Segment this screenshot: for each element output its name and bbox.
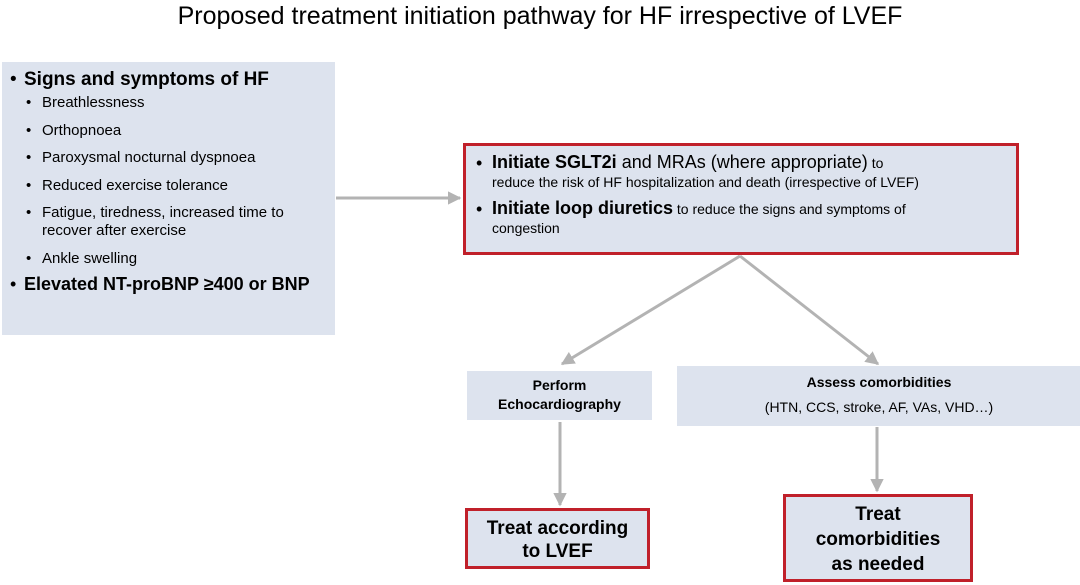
signs-heading-item: Signs and symptoms of HF Breathlessness … <box>10 69 327 268</box>
initiate-sglt2i-purpose: reduce the risk of HF hospitalization an… <box>492 174 919 190</box>
symptom-item: Paroxysmal nocturnal dyspnoea <box>26 149 327 167</box>
treat-according-lvef-box: Treat according to LVEF <box>465 508 650 569</box>
treat-comorb-line1: Treat <box>855 504 901 525</box>
assess-title: Assess comorbidities <box>806 374 952 390</box>
symptom-item: Reduced exercise tolerance <box>26 177 327 195</box>
symptom-list: Breathlessness Orthopnoea Paroxysmal noc… <box>26 94 327 268</box>
initiate-loop-diuretics-label: Initiate loop diuretics <box>492 198 674 218</box>
arrow-initiate-to-assess <box>739 254 880 366</box>
initiate-sglt2i-label: Initiate SGLT2i <box>492 152 617 172</box>
initiate-loop-diuretics-item: Initiate loop diuretics to reduce the si… <box>476 198 1006 238</box>
signs-heading: Signs and symptoms of HF <box>24 69 269 90</box>
treat-lvef-line2: to LVEF <box>522 541 593 562</box>
page-title: Proposed treatment initiation pathway fo… <box>177 2 903 30</box>
symptom-item: Breathlessness <box>26 94 327 112</box>
initiate-loop-diuretics-purpose: to reduce the signs and symptoms of <box>673 201 906 217</box>
biomarker-item: Elevated NT-proBNP ≥400 or BNP <box>10 274 327 295</box>
signs-list: Signs and symptoms of HF Breathlessness … <box>10 69 327 295</box>
treat-lvef-line1: Treat according <box>486 518 629 539</box>
echo-line2: Echocardiography <box>498 396 621 412</box>
assess-subtitle: (HTN, CCS, stroke, AF, VAs, VHD…) <box>764 399 994 415</box>
initiate-sglt2i-item: Initiate SGLT2i and MRAs (where appropri… <box>476 152 1006 192</box>
signs-symptoms-box: Signs and symptoms of HF Breathlessness … <box>2 62 335 335</box>
initiate-mra-text: and MRAs (where appropriate) <box>616 152 868 172</box>
treat-comorb-line2: comorbidities <box>815 529 941 550</box>
echo-line1: Perform <box>532 377 587 393</box>
echocardiography-box: Perform Echocardiography <box>467 371 652 420</box>
arrow-initiate-to-echo <box>560 254 741 366</box>
initiate-sglt2i-to: to <box>867 155 884 171</box>
symptom-item: Ankle swelling <box>26 250 327 268</box>
initiate-therapy-box: Initiate SGLT2i and MRAs (where appropri… <box>463 143 1019 255</box>
initiate-loop-diuretics-purpose-cont: congestion <box>492 220 560 236</box>
assess-comorbidities-box: Assess comorbidities (HTN, CCS, stroke, … <box>677 366 1080 426</box>
symptom-item: Fatigue, tiredness, increased time to re… <box>26 204 327 240</box>
treat-comorbidities-box: Treat comorbidities as needed <box>783 494 973 582</box>
symptom-item: Orthopnoea <box>26 122 327 140</box>
treat-comorb-line3: as needed <box>831 554 925 575</box>
